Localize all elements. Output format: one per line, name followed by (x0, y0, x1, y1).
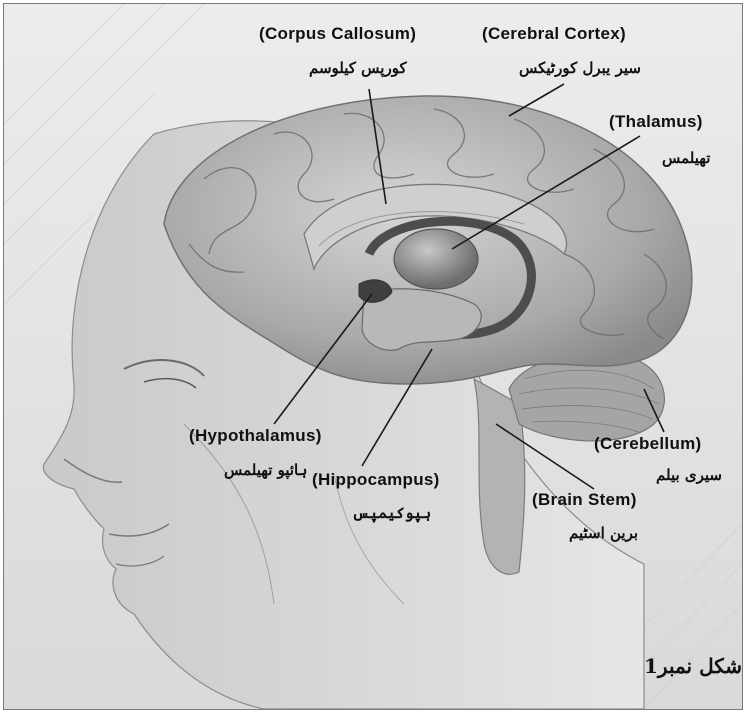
label-thalamus-ur: تھیلمس (662, 149, 710, 167)
diagram-frame: (Corpus Callosum) کورپس کیلوسم (Cerebral… (3, 3, 743, 710)
figure-caption: شکل نمبر1 (644, 654, 742, 678)
label-cerebellum-ur: سیری بیلم (656, 466, 722, 484)
brain-illustration (4, 4, 742, 709)
label-cerebral-cortex-ur: سیر یبرل کورٹیکس (519, 59, 641, 77)
label-cerebellum-en: (Cerebellum) (594, 434, 702, 454)
label-corpus-callosum-en: (Corpus Callosum) (259, 24, 416, 44)
label-hypothalamus-ur: ہائپو تھیلمس (224, 461, 307, 479)
label-corpus-callosum-ur: کورپس کیلوسم (309, 59, 407, 77)
label-cerebral-cortex-en: (Cerebral Cortex) (482, 24, 626, 44)
label-thalamus-en: (Thalamus) (609, 112, 703, 132)
label-hypothalamus-en: (Hypothalamus) (189, 426, 322, 446)
thalamus-shape (394, 229, 478, 289)
label-brain-stem-en: (Brain Stem) (532, 490, 637, 510)
label-brain-stem-ur: برین اسٹیم (569, 524, 638, 542)
label-hippocampus-ur: ہپوکیمپس (352, 504, 431, 522)
label-hippocampus-en: (Hippocampus) (312, 470, 440, 490)
